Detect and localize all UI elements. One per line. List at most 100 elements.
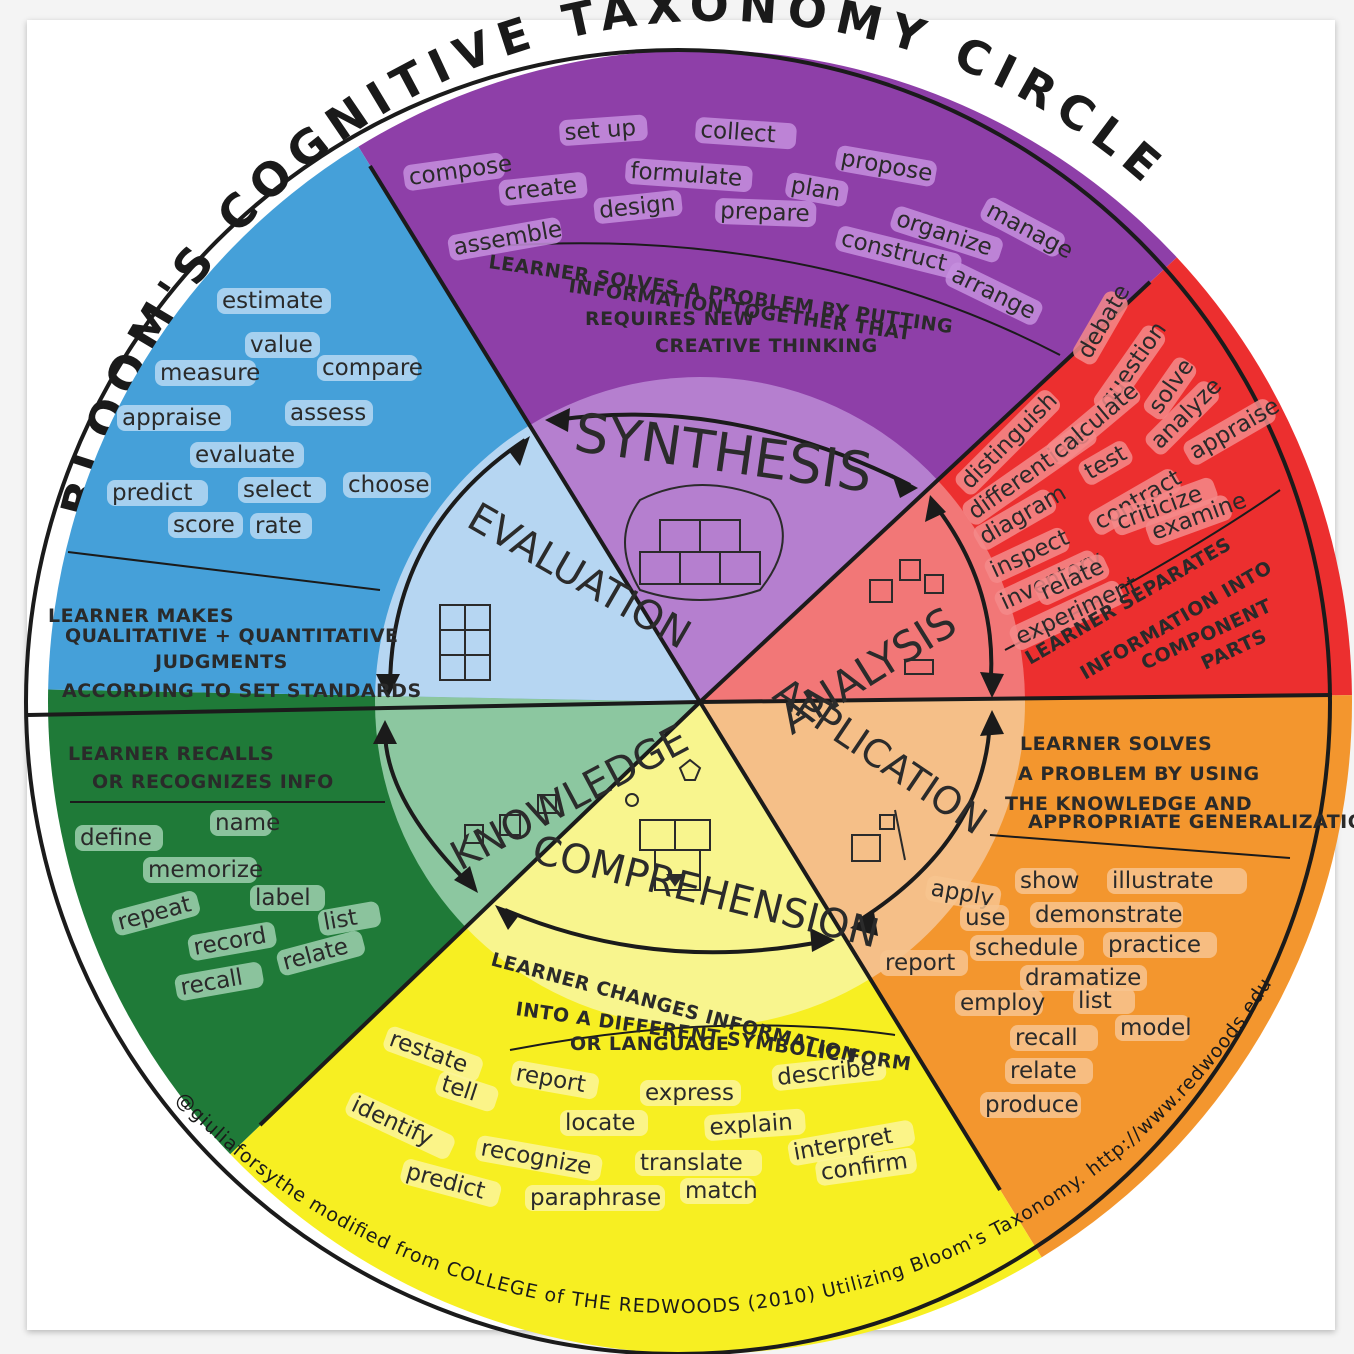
- synthesis-description-line: REQUIRES NEW: [585, 308, 755, 330]
- analysis-verb-highlight: [1145, 381, 1219, 455]
- comprehension-verb-highlight: [345, 1092, 455, 1159]
- comprehension-verb-highlight: [525, 1185, 665, 1211]
- evaluation-verb-highlight: [217, 288, 331, 314]
- evaluation-verb-highlight: [250, 513, 312, 539]
- application-inner-wedge: [700, 698, 1025, 979]
- comprehension-verb-highlight: [787, 1120, 915, 1166]
- comprehension-verb-express: express: [645, 1080, 734, 1106]
- evaluation-verb-estimate: estimate: [222, 288, 323, 314]
- comprehension-verb-locate: locate: [565, 1110, 635, 1136]
- knowledge-verb-highlight: [317, 901, 381, 936]
- application-verb-highlight: [1107, 868, 1247, 894]
- application-verb-practice: practice: [1108, 932, 1201, 958]
- knowledge-description-line: LEARNER RECALLS: [68, 743, 274, 765]
- application-verb-highlight: [925, 875, 1002, 912]
- analysis-verb-highlight: [1183, 399, 1276, 465]
- synthesis-verb-set-up: set up: [564, 115, 637, 146]
- application-verb-highlight: [1030, 902, 1183, 928]
- synthesis-verb-highlight: [835, 145, 937, 187]
- application-verb-report: report: [885, 950, 955, 976]
- comprehension-verb-highlight: [560, 1110, 648, 1136]
- analysis-verb-highlight: [984, 527, 1070, 583]
- evaluation-verb-highlight: [317, 355, 418, 381]
- evaluation-description-line: LEARNER MAKES: [48, 605, 234, 627]
- synthesis-verb-highlight: [447, 217, 563, 261]
- comprehension-verb-highlight: [680, 1178, 755, 1204]
- evaluation-verb-highlight: [107, 480, 208, 506]
- application-verb-demonstrate: demonstrate: [1035, 902, 1183, 928]
- application-verb-highlight: [1010, 1025, 1098, 1051]
- evaluation-verb-measure: measure: [160, 360, 260, 386]
- evaluation-verb-assess: assess: [290, 400, 366, 426]
- application-verb-highlight: [960, 905, 1009, 931]
- synthesis-cubes-icon: [624, 484, 784, 601]
- analysis-verb-highlight: [1046, 381, 1141, 465]
- application-verb-highlight: [1015, 868, 1077, 894]
- knowledge-verb-highlight: [111, 890, 200, 936]
- knowledge-verb-define: define: [80, 825, 152, 851]
- evaluation-verb-rate: rate: [255, 513, 302, 539]
- knowledge-verb-highlight: [276, 930, 365, 976]
- knowledge-verb-highlight: [174, 962, 264, 1001]
- evaluation-verb-highlight: [190, 442, 304, 468]
- synthesis-description-line: CREATIVE THINKING: [655, 335, 878, 357]
- synthesis-verb-highlight: [945, 262, 1043, 325]
- comprehension-verb-translate: translate: [640, 1150, 743, 1176]
- knowledge-verb-highlight: [210, 810, 272, 836]
- comprehension-verb-highlight: [815, 1147, 917, 1186]
- synthesis-verb-highlight: [625, 158, 753, 192]
- spokes: [27, 164, 1333, 1192]
- synthesis-verb-highlight: [785, 172, 849, 207]
- application-verb-model: model: [1120, 1015, 1192, 1041]
- comprehension-verb-highlight: [704, 1108, 806, 1141]
- synthesis-verb-highlight: [890, 206, 1003, 263]
- evaluation-verb-appraise: appraise: [122, 405, 221, 431]
- knowledge-boxes-icon: [464, 794, 557, 844]
- application-verb-schedule: schedule: [975, 935, 1078, 961]
- evaluation-verb-choose: choose: [348, 472, 430, 498]
- application-verb-highlight: [1020, 965, 1147, 991]
- analysis-verb-highlight: [1110, 477, 1218, 536]
- synthesis-verb-highlight: [559, 114, 648, 146]
- comprehension-inner-wedge: [465, 702, 871, 1028]
- knowledge-verb-memorize: memorize: [148, 857, 263, 883]
- application-verb-produce: produce: [985, 1092, 1079, 1118]
- knowledge-verb-list: list: [322, 904, 360, 935]
- comprehension-verb-highlight: [640, 1080, 741, 1106]
- comprehension-verb-highlight: [383, 1026, 483, 1082]
- application-verb-relate: relate: [1010, 1058, 1077, 1084]
- knowledge-verb-label: label: [255, 885, 311, 911]
- evaluation-verb-compare: compare: [322, 355, 423, 381]
- application-description-line: THE KNOWLEDGE AND: [1005, 793, 1252, 815]
- evaluation-verb-highlight: [245, 332, 320, 358]
- comprehension-verb-highlight: [435, 1071, 499, 1112]
- synthesis-verb-collect: collect: [700, 117, 777, 148]
- evaluation-verb-highlight: [155, 360, 256, 386]
- knowledge-verb-highlight: [187, 922, 277, 961]
- analysis-verb-highlight: [1145, 495, 1232, 546]
- application-verb-use: use: [965, 905, 1006, 931]
- comprehension-verb-highlight: [771, 1054, 887, 1091]
- evaluation-verb-highlight: [117, 405, 231, 431]
- knowledge-verb-highlight: [250, 885, 325, 911]
- analysis-verb-highlight: [1078, 441, 1133, 485]
- knowledge-verb-highlight: [75, 825, 163, 851]
- comprehension-box-icon: [625, 758, 711, 891]
- synthesis-verb-highlight: [980, 197, 1065, 257]
- knowledge-verb-name: name: [215, 810, 280, 836]
- synthesis-wedge: [358, 50, 1177, 703]
- application-verb-highlight: [1115, 1015, 1190, 1041]
- evaluation-checklist-icon: [439, 604, 491, 681]
- evaluation-verb-evaluate: evaluate: [195, 442, 295, 468]
- application-verb-recall: recall: [1015, 1025, 1078, 1051]
- analysis-inner-wedge: [700, 480, 1025, 702]
- application-description-line: A PROBLEM BY USING: [1018, 763, 1260, 785]
- comprehension-verb-match: match: [685, 1178, 758, 1204]
- evaluation-description-line: ACCORDING TO SET STANDARDS: [62, 680, 422, 702]
- cycle-arrows: [383, 412, 994, 955]
